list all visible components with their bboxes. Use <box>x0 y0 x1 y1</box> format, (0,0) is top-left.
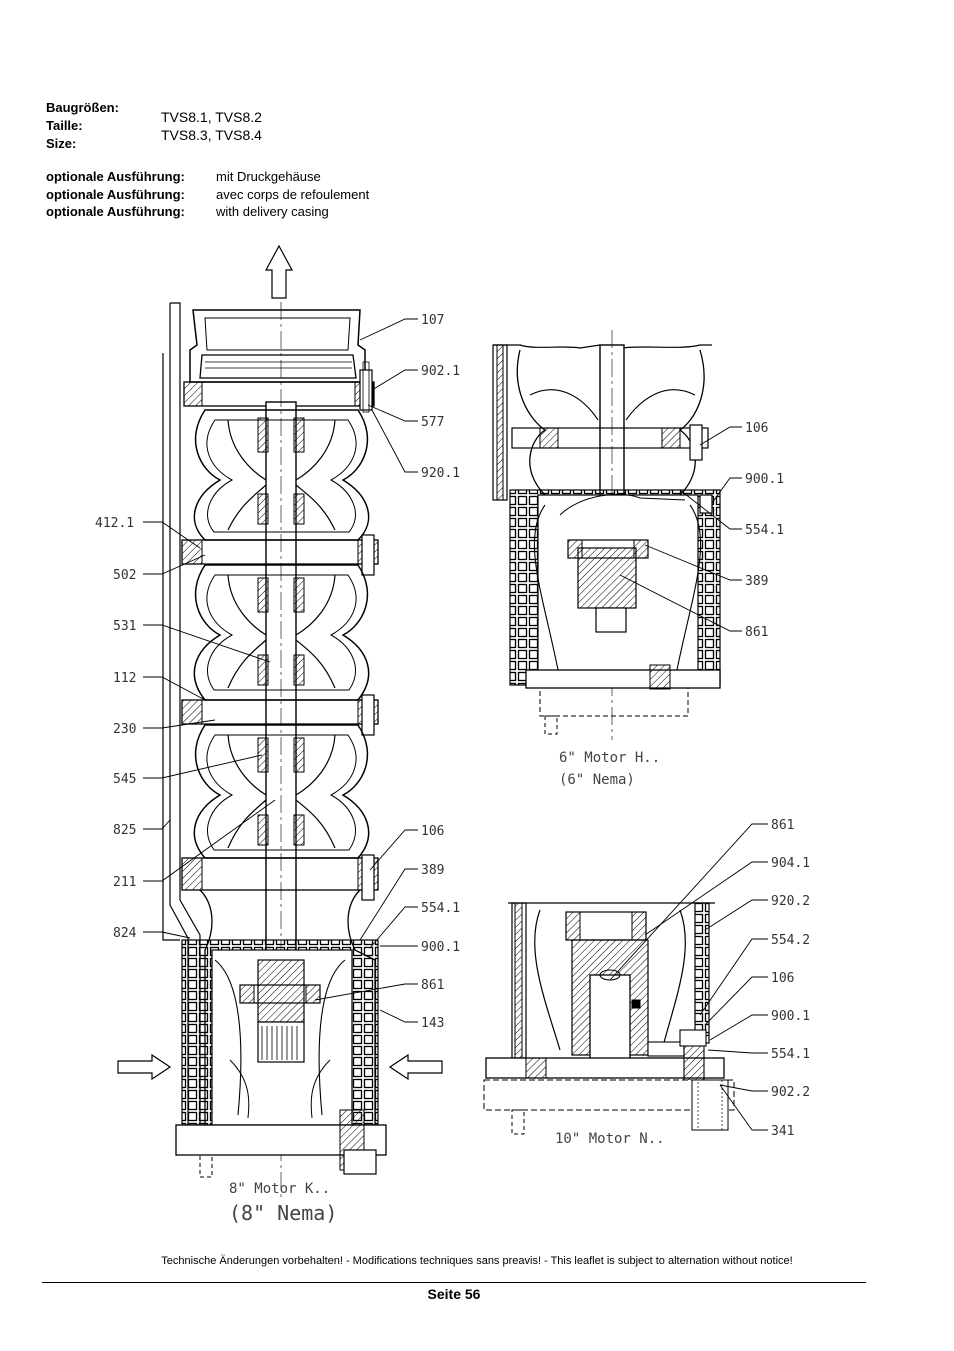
callout-502: 502 <box>113 568 136 583</box>
option-label-fr: optionale Ausführung: <box>46 187 185 202</box>
motor-6-callout-leaders <box>619 426 742 632</box>
option-value-de: mit Druckgehäuse <box>216 169 321 184</box>
callout-10-106: 106 <box>771 971 794 986</box>
size-value-2: TVS8.3, TVS8.4 <box>161 127 262 143</box>
callout-6-900-1: 900.1 <box>745 472 784 487</box>
caption-10-motor: 10" Motor N.. <box>555 1131 665 1147</box>
callout-10-904-1: 904.1 <box>771 856 810 871</box>
size-label-fr: Taille: <box>46 118 83 133</box>
callout-112: 112 <box>113 671 136 686</box>
callout-554-1: 554.1 <box>421 901 460 916</box>
callout-6-554-1: 554.1 <box>745 523 784 538</box>
callout-10-554-2: 554.2 <box>771 933 810 948</box>
callout-861: 861 <box>421 978 444 993</box>
callout-107: 107 <box>421 313 444 328</box>
callout-545: 545 <box>113 772 136 787</box>
callout-389: 389 <box>421 863 444 878</box>
callout-10-902-2: 902.2 <box>771 1085 810 1100</box>
callout-10-920-2: 920.2 <box>771 894 810 909</box>
caption-6-nema: (6" Nema) <box>559 772 635 788</box>
callout-825: 825 <box>113 823 136 838</box>
main-callout-leaders <box>143 318 418 1023</box>
caption-8-motor: 8" Motor K.. <box>229 1181 330 1197</box>
callout-902-1: 902.1 <box>421 364 460 379</box>
callout-824: 824 <box>113 926 137 941</box>
callout-6-861: 861 <box>745 625 768 640</box>
caption-8-nema: (8" Nema) <box>229 1201 337 1225</box>
page-number: Seite 56 <box>427 1286 481 1302</box>
disclaimer-note: Technische Änderungen vorbehalten! - Mod… <box>161 1255 793 1267</box>
option-value-fr: avec corps de refoulement <box>216 187 370 202</box>
callout-10-900-1: 900.1 <box>771 1009 810 1024</box>
callout-143: 143 <box>421 1016 444 1031</box>
size-label-en: Size: <box>46 136 77 151</box>
footer-divider <box>42 1282 866 1283</box>
inlet-arrow-left-icon <box>117 1053 172 1081</box>
motor-6-callouts: 106 900.1 554.1 389 861 6" Motor H.. (6"… <box>559 421 784 788</box>
callout-211: 211 <box>113 875 136 890</box>
discharge-arrow-icon <box>264 244 294 299</box>
size-value-1: TVS8.1, TVS8.2 <box>161 109 262 125</box>
callout-412-1: 412.1 <box>95 516 134 531</box>
option-value-en: with delivery casing <box>216 204 329 219</box>
callout-10-341: 341 <box>771 1124 794 1139</box>
motor-6-inch-section <box>492 330 721 740</box>
callout-531: 531 <box>113 619 136 634</box>
callout-6-106: 106 <box>745 421 768 436</box>
callout-577: 577 <box>421 415 444 430</box>
callout-6-389: 389 <box>745 574 768 589</box>
callout-900-1: 900.1 <box>421 940 460 955</box>
callout-106: 106 <box>421 824 444 839</box>
caption-6-motor: 6" Motor H.. <box>559 750 660 766</box>
callout-10-861: 861 <box>771 818 794 833</box>
callout-10-554-1: 554.1 <box>771 1047 810 1062</box>
motor-10-inch-section <box>483 902 735 1135</box>
motor-10-callouts: 861 904.1 920.2 554.2 106 900.1 554.1 90… <box>555 818 810 1147</box>
main-callouts: 412.1 502 531 112 230 545 825 211 824 10… <box>95 313 460 1225</box>
inlet-arrow-right-icon <box>388 1053 443 1081</box>
size-label-de: Baugrößen: <box>46 100 119 115</box>
motor-10-callout-leaders <box>609 823 768 1131</box>
pump-stages <box>181 409 379 901</box>
main-pump-section <box>117 244 443 1200</box>
option-label-en: optionale Ausführung: <box>46 204 185 219</box>
callout-920-1: 920.1 <box>421 466 460 481</box>
callout-230: 230 <box>113 722 136 737</box>
option-label-de: optionale Ausführung: <box>46 169 185 184</box>
